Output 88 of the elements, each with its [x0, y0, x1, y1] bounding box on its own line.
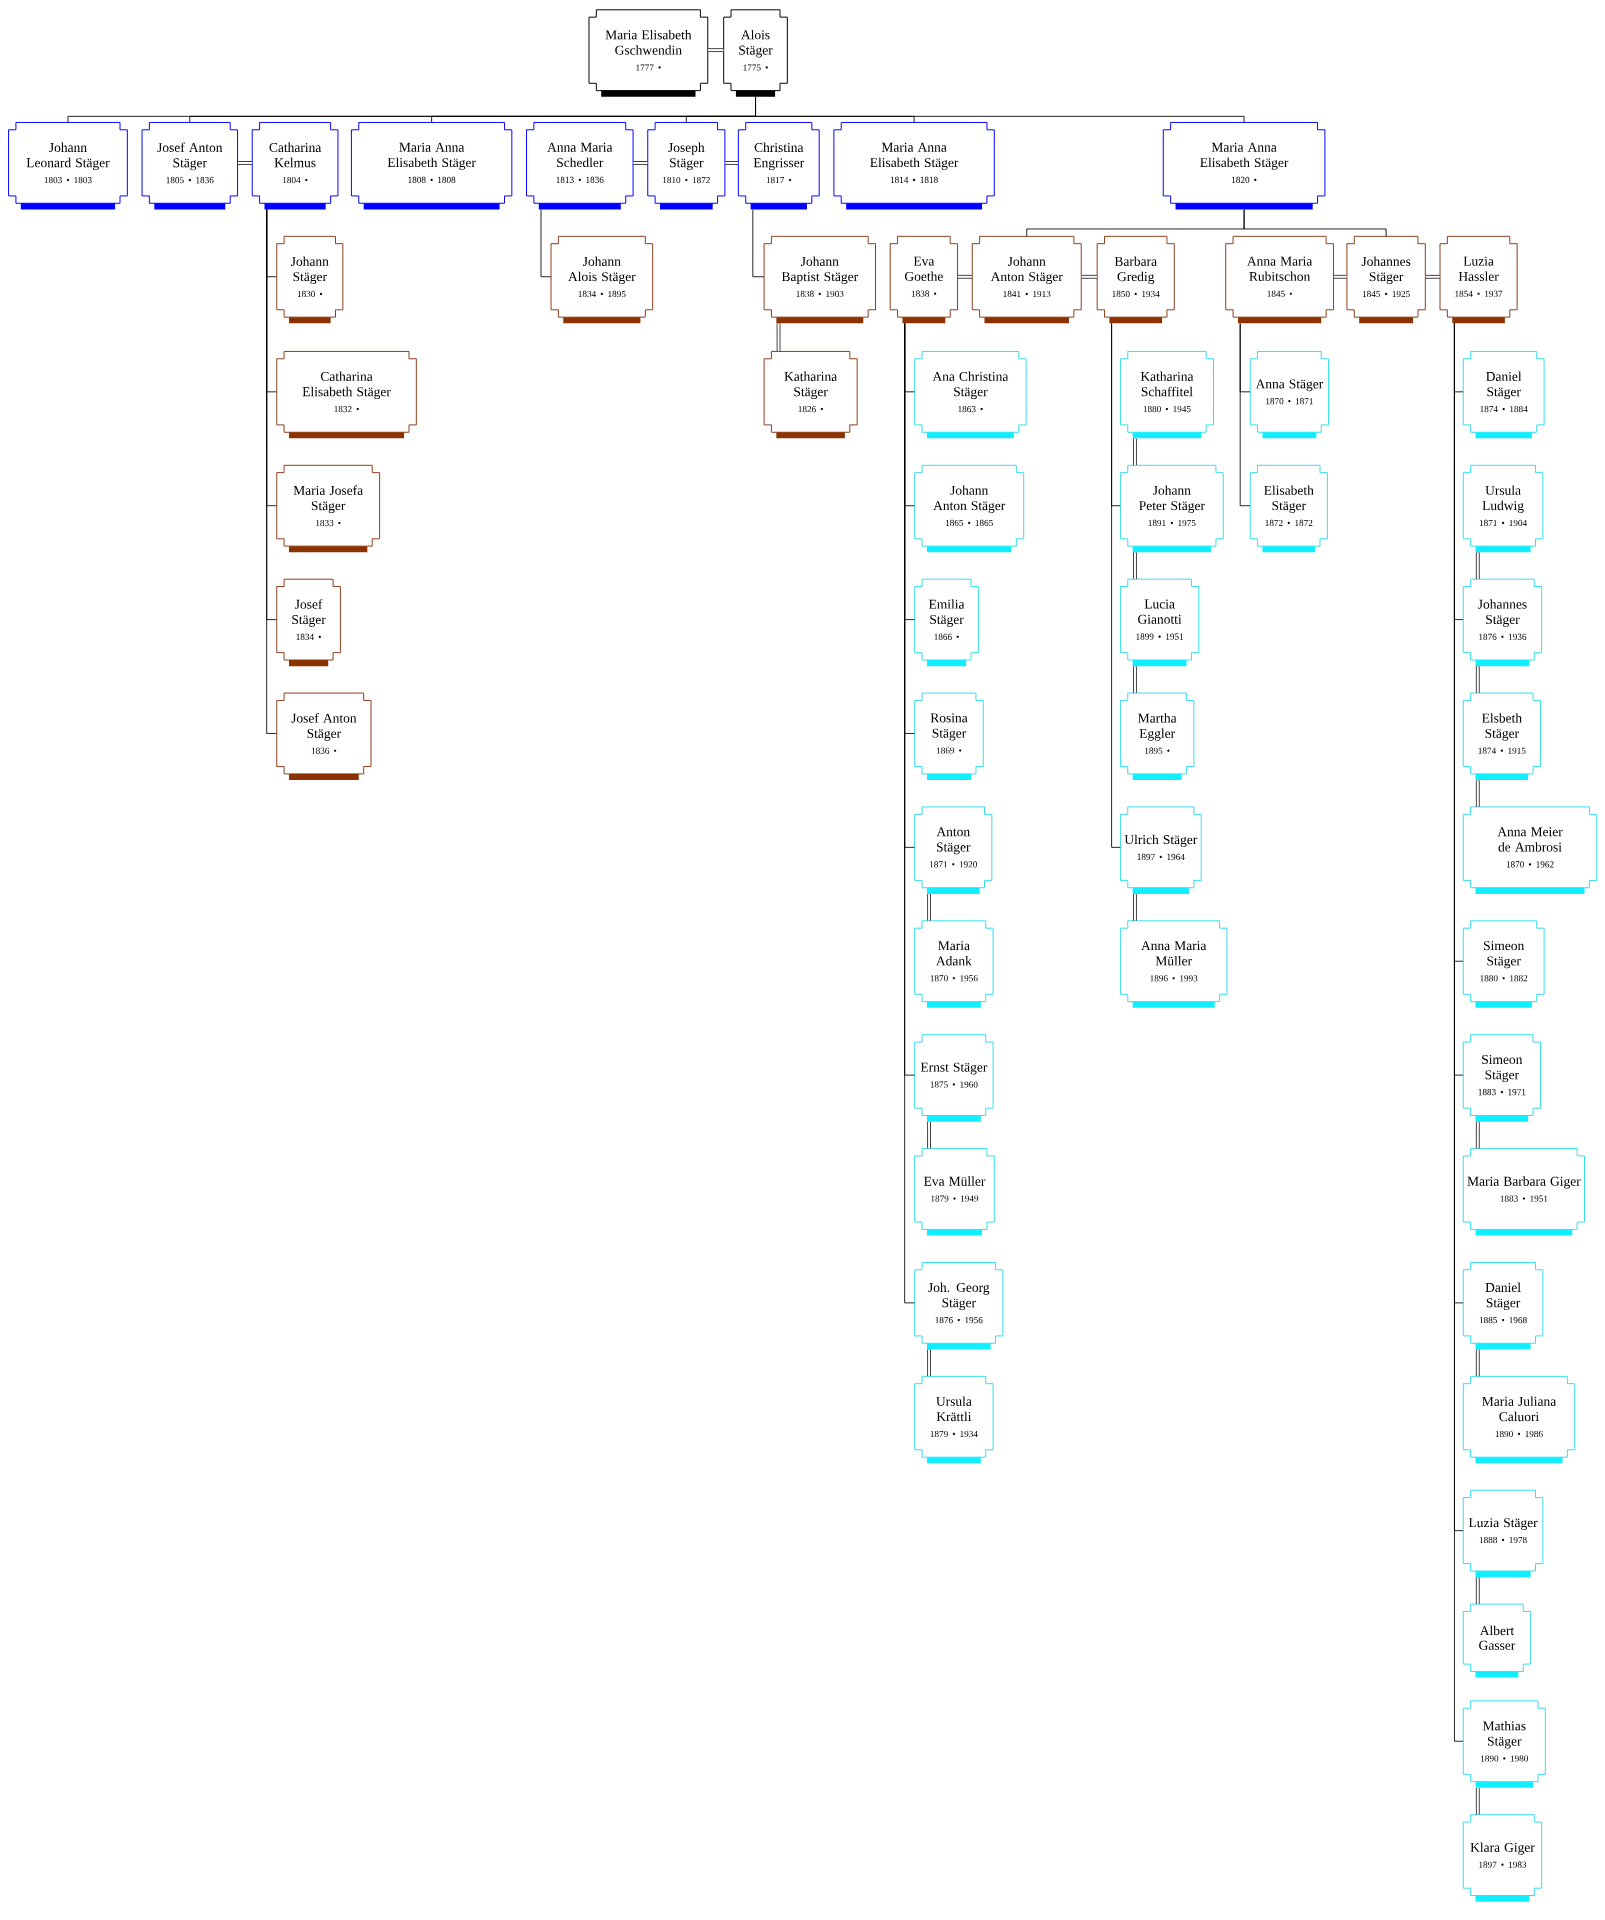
- marriage-line: [1475, 1577, 1480, 1604]
- person-box: Christina Engrisser 1817 •: [737, 121, 820, 210]
- marriage-line: [1132, 438, 1137, 466]
- person-box: Simeon Stäger 1883 • 1971: [1462, 1034, 1541, 1122]
- person-box: Josef Anton Stäger 1836 •: [276, 692, 372, 780]
- person-box: Maria Anna Elisabeth Stäger 1814 • 1818: [833, 121, 995, 210]
- person-box: Lucia Gianotti 1899 • 1951: [1119, 578, 1200, 667]
- person-box: Maria Adank 1870 • 1956: [914, 920, 994, 1008]
- marriage-line: [1475, 1349, 1480, 1377]
- descent-line: [754, 96, 1245, 123]
- person-box: Rosina Stäger 1869 •: [914, 692, 984, 780]
- person-box: Katharina Schaffitel 1880 • 1945: [1119, 350, 1214, 439]
- person-box: Johann Alois Stäger 1834 • 1895: [550, 235, 653, 324]
- person-box: Johann Stäger 1830 •: [276, 235, 344, 324]
- person-box: Elsbeth Stäger 1874 • 1915: [1462, 692, 1541, 780]
- person-box: Albert Gasser: [1462, 1603, 1531, 1678]
- person-box: Eva Müller 1879 • 1949: [914, 1148, 995, 1236]
- person-box: Anna Maria Rubitschon 1845 •: [1225, 235, 1334, 324]
- marriage-line: [1132, 552, 1137, 579]
- person-box: Ernst Stäger 1875 • 1960: [914, 1034, 994, 1122]
- person-box: Katharina Stäger 1826 •: [763, 350, 858, 439]
- person-box: Martha Eggler 1895 •: [1119, 692, 1195, 780]
- person-box: Eva Goethe 1838 •: [889, 235, 958, 324]
- descent-line: [904, 323, 915, 1304]
- person-box: Maria Anna Elisabeth Stäger 1808 • 1808: [350, 121, 513, 210]
- descent-line: [1111, 323, 1121, 848]
- marriage-line: [1475, 552, 1480, 579]
- person-box: Barbara Gredig 1850 • 1934: [1096, 235, 1175, 324]
- person-box: Anna Maria Schedler 1813 • 1836: [525, 121, 634, 210]
- marriage-line: [237, 161, 252, 165]
- person-box: Klara Giger 1897 • 1983: [1462, 1814, 1542, 1902]
- person-box: Mathias Stäger 1890 • 1980: [1462, 1700, 1546, 1788]
- marriage-line: [1132, 894, 1137, 921]
- person-box: Luzia Hassler 1854 • 1937: [1439, 235, 1518, 324]
- person-box: Maria Barbara Giger 1883 • 1951: [1462, 1148, 1585, 1236]
- marriage-line: [927, 1121, 931, 1149]
- marriage-line: [927, 1349, 931, 1377]
- person-box: Emilia Stäger 1866 •: [914, 578, 979, 667]
- marriage-line: [776, 323, 781, 352]
- person-box: Maria Elisabeth Gschwendin 1777 •: [588, 9, 709, 97]
- person-box: Ursula Ludwig 1871 • 1904: [1462, 464, 1544, 553]
- person-box: Ulrich Stäger 1897 • 1964: [1119, 806, 1202, 894]
- marriage-line: [927, 894, 931, 921]
- person-box: Johann Peter Stäger 1891 • 1975: [1119, 464, 1224, 553]
- person-box: Simeon Stäger 1880 • 1882: [1462, 920, 1545, 1008]
- person-box: Joh. Georg Stäger 1876 • 1956: [914, 1261, 1004, 1350]
- person-box: Daniel Stäger 1874 • 1884: [1462, 350, 1545, 439]
- marriage-line: [1081, 274, 1097, 279]
- person-box: Catharina Kelmus 1804 •: [251, 121, 339, 210]
- person-box: Anna Maria Müller 1896 • 1993: [1119, 920, 1228, 1008]
- marriage-line: [1425, 274, 1440, 279]
- marriage-line: [725, 161, 738, 165]
- marriage-line: [1333, 274, 1347, 279]
- descent-line: [540, 209, 552, 278]
- marriage-line: [1475, 780, 1480, 807]
- person-box: Elisabeth Stäger 1872 • 1872: [1249, 464, 1328, 553]
- marriage-line: [707, 48, 724, 53]
- person-box: Luzia Stäger 1888 • 1978: [1462, 1489, 1544, 1578]
- person-box: Alois Stäger 1775 •: [723, 9, 788, 97]
- marriage-line: [633, 161, 648, 165]
- person-box: Maria Juliana Caluori 1890 • 1986: [1462, 1375, 1576, 1464]
- marriage-line: [957, 274, 972, 279]
- person-box: Johannes Stäger 1876 • 1936: [1462, 578, 1542, 667]
- person-box: Josef Stäger 1834 •: [276, 578, 341, 667]
- person-box: Johann Leonard Stäger 1803 • 1803: [7, 121, 128, 210]
- person-box: Josef Anton Stäger 1805 • 1836: [141, 121, 238, 210]
- person-box: Anna Meier de Ambrosi 1870 • 1962: [1462, 806, 1598, 894]
- descent-line: [1243, 209, 1387, 237]
- marriage-line: [1475, 666, 1480, 693]
- person-box: Daniel Stäger 1885 • 1968: [1462, 1261, 1544, 1350]
- person-box: Ursula Krättli 1879 • 1934: [914, 1375, 994, 1464]
- marriage-line: [1132, 666, 1137, 693]
- person-box: Ana Christina Stäger 1863 •: [914, 350, 1027, 439]
- person-box: Johannes Stäger 1845 • 1925: [1346, 235, 1426, 324]
- person-box: Johann Baptist Stäger 1838 • 1903: [763, 235, 876, 324]
- marriage-line: [1475, 1788, 1480, 1815]
- person-box: Catharina Elisabeth Stäger 1832 •: [276, 350, 417, 439]
- descent-line: [266, 209, 277, 734]
- descent-line: [1239, 323, 1251, 507]
- person-box: Joseph Stäger 1810 • 1872: [647, 121, 726, 210]
- person-box: Anna Stäger 1870 • 1871: [1249, 350, 1329, 439]
- person-box: Johann Anton Stäger 1865 • 1865: [914, 464, 1025, 553]
- descent-line: [752, 209, 765, 278]
- person-box: Maria Josefa Stäger 1833 •: [276, 464, 380, 553]
- marriage-line: [1475, 1121, 1480, 1149]
- person-box: Anton Stäger 1871 • 1920: [914, 806, 993, 894]
- person-box: Maria Anna Elisabeth Stäger 1820 •: [1162, 121, 1326, 210]
- person-box: Johann Anton Stäger 1841 • 1913: [971, 235, 1082, 324]
